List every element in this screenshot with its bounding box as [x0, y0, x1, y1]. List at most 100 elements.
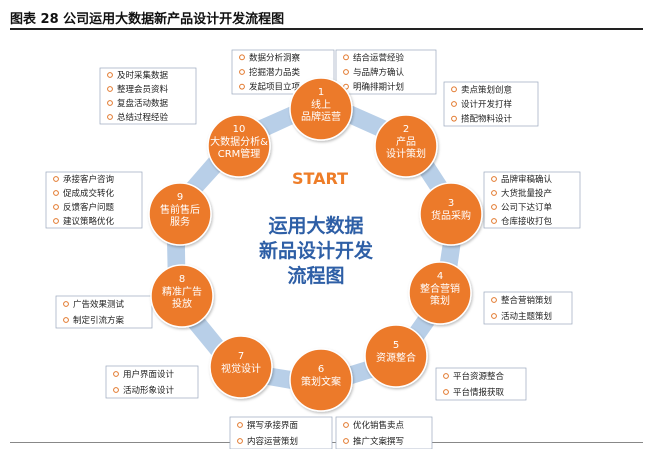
note-item: 卖点策划创意	[461, 84, 512, 95]
notes-box-frame	[229, 416, 333, 449]
bullet-icon	[107, 72, 113, 78]
bullet-icon	[53, 204, 59, 210]
note-item: 整合营销策划	[501, 295, 552, 306]
step-number: 3	[448, 198, 454, 209]
note-item: 与品牌方确认	[353, 67, 405, 78]
notes-box-frame	[335, 49, 437, 95]
note-item: 优化销售卖点	[353, 420, 405, 431]
note-item: 公司下达订单	[501, 202, 553, 213]
step-circle	[150, 264, 214, 328]
step-label: 服务	[170, 215, 190, 228]
note-item: 活动形象设计	[123, 385, 175, 396]
step-number: 8	[179, 274, 185, 285]
bullet-icon	[491, 176, 497, 182]
bullet-icon	[63, 317, 69, 323]
notes-box-frame	[99, 67, 197, 125]
bullet-icon	[237, 422, 243, 428]
bullet-icon	[239, 54, 245, 61]
note-item: 发起项目立项	[249, 82, 301, 93]
center-title-line: 运用大数据	[268, 214, 363, 237]
note-item: 反馈客户问题	[63, 202, 115, 213]
step-circle	[289, 348, 353, 412]
step-label: 产品	[396, 135, 416, 148]
note-item: 活动主题策划	[501, 311, 552, 322]
note-item: 制定引流方案	[73, 315, 125, 326]
bullet-icon	[451, 101, 457, 107]
notes-box-frame	[45, 171, 143, 229]
note-item: 承接客户咨询	[63, 174, 114, 185]
note-item: 撰写承接界面	[247, 420, 299, 431]
start-label: START	[292, 169, 348, 188]
bullet-icon	[343, 83, 349, 90]
note-item: 平台资源整合	[453, 371, 505, 382]
step-nodes: 1线上品牌运营2产品设计策划3货品采购4整合营销策划5资源整合6策划文案7视觉设…	[148, 77, 483, 412]
note-item: 设计开发打样	[461, 99, 513, 110]
step-label: 视觉设计	[221, 362, 261, 375]
note-item: 挖掘潜力品类	[249, 67, 301, 78]
step-circle	[419, 182, 483, 246]
bullet-icon	[451, 86, 457, 93]
step-label: 大数据分析&	[210, 135, 268, 148]
note-item: 结合运营经验	[353, 52, 405, 63]
note-item: 搭配物料设计	[461, 114, 513, 125]
bullet-icon	[53, 218, 59, 224]
notes-box-frame	[483, 291, 573, 325]
step-label: 资源整合	[376, 351, 416, 364]
step-label: 整合营销	[420, 282, 460, 295]
bullet-icon	[491, 297, 497, 303]
note-item: 广告效果测试	[73, 299, 125, 310]
bullet-icon	[491, 204, 497, 210]
notes-box-frame	[105, 365, 199, 399]
step-circle	[289, 77, 353, 141]
bullet-icon	[107, 100, 113, 106]
bullet-icon	[491, 218, 497, 224]
bullet-icon	[343, 438, 349, 444]
step-circle	[148, 182, 212, 246]
title-rule	[10, 28, 643, 30]
note-item: 内容运营策划	[247, 436, 298, 447]
note-item: 促成成交转化	[63, 188, 115, 199]
bullet-icon	[113, 371, 119, 377]
bullet-icon	[343, 69, 349, 75]
note-item: 整理会员资料	[117, 84, 169, 95]
note-item: 复盘活动数据	[117, 98, 169, 109]
step-circle	[209, 335, 273, 399]
step-circle	[408, 261, 472, 325]
step-label: 精准广告	[162, 285, 202, 298]
bullet-icon	[63, 301, 69, 307]
step-label: 货品采购	[431, 209, 471, 222]
step-number: 6	[318, 364, 324, 375]
step-number: 7	[238, 351, 244, 362]
center-title-line: 流程图	[287, 264, 344, 287]
step-number: 2	[403, 124, 409, 135]
center-title-line: 新品设计开发	[259, 239, 374, 262]
step-number: 1	[318, 87, 324, 98]
note-item: 平台情报获取	[453, 387, 505, 398]
bullet-icon	[451, 115, 457, 122]
step-label: 策划	[430, 294, 450, 307]
step-number: 10	[233, 124, 246, 135]
notes-box-frame	[483, 171, 581, 229]
bullet-icon	[491, 313, 497, 319]
notes-box-frame	[55, 295, 153, 329]
step-circle	[207, 114, 271, 178]
notes-box-frame	[335, 416, 433, 449]
step-number: 4	[437, 271, 443, 282]
note-item: 用户界面设计	[123, 369, 175, 380]
note-item: 总结过程经验	[117, 112, 169, 123]
